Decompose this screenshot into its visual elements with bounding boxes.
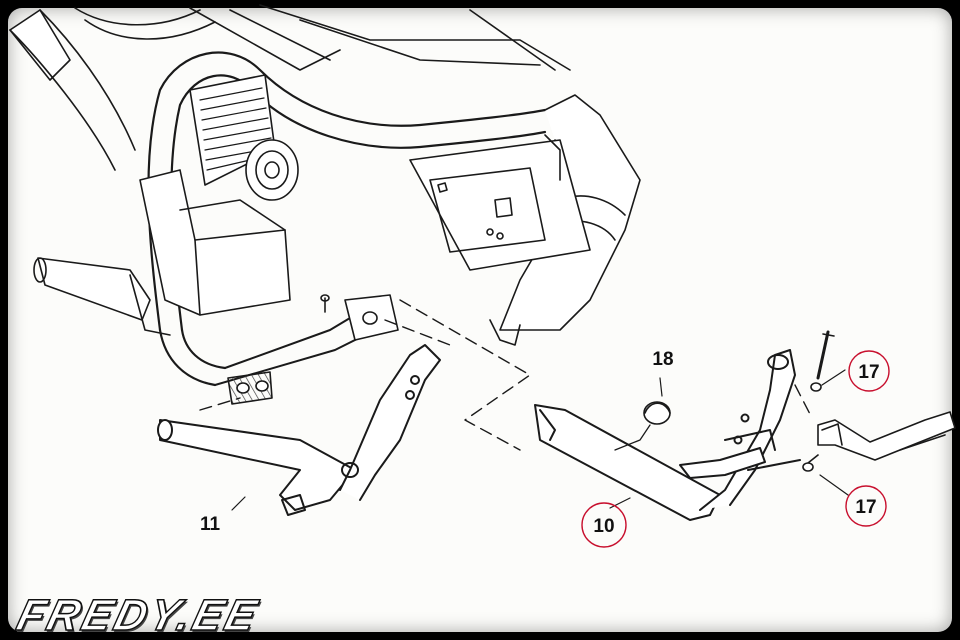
callout-labels: 17 18 11 10 17 bbox=[200, 349, 890, 548]
callout-17-lower-ring bbox=[845, 485, 887, 527]
diagram-paper bbox=[8, 8, 952, 632]
part-18-pad bbox=[614, 401, 671, 451]
part-10-forward-control-right bbox=[534, 349, 801, 521]
callout-17-lower: 17 bbox=[855, 497, 876, 518]
callout-11: 11 bbox=[200, 514, 221, 535]
part-17-pin-washer-upper bbox=[810, 330, 835, 392]
callout-10-ring bbox=[581, 502, 627, 548]
callout-17-upper-ring bbox=[848, 350, 890, 392]
callout-17-upper: 17 bbox=[858, 362, 879, 383]
watermark-logo: FREDY.EE bbox=[11, 590, 265, 640]
shift-pedal bbox=[802, 411, 956, 472]
motorcycle-frame bbox=[9, 4, 641, 405]
part-11-forward-control-left bbox=[157, 344, 441, 516]
assembly-guide-lines bbox=[199, 299, 813, 451]
callout-18: 18 bbox=[652, 349, 673, 370]
callout-10: 10 bbox=[593, 516, 614, 537]
callout-leaders bbox=[231, 369, 849, 511]
